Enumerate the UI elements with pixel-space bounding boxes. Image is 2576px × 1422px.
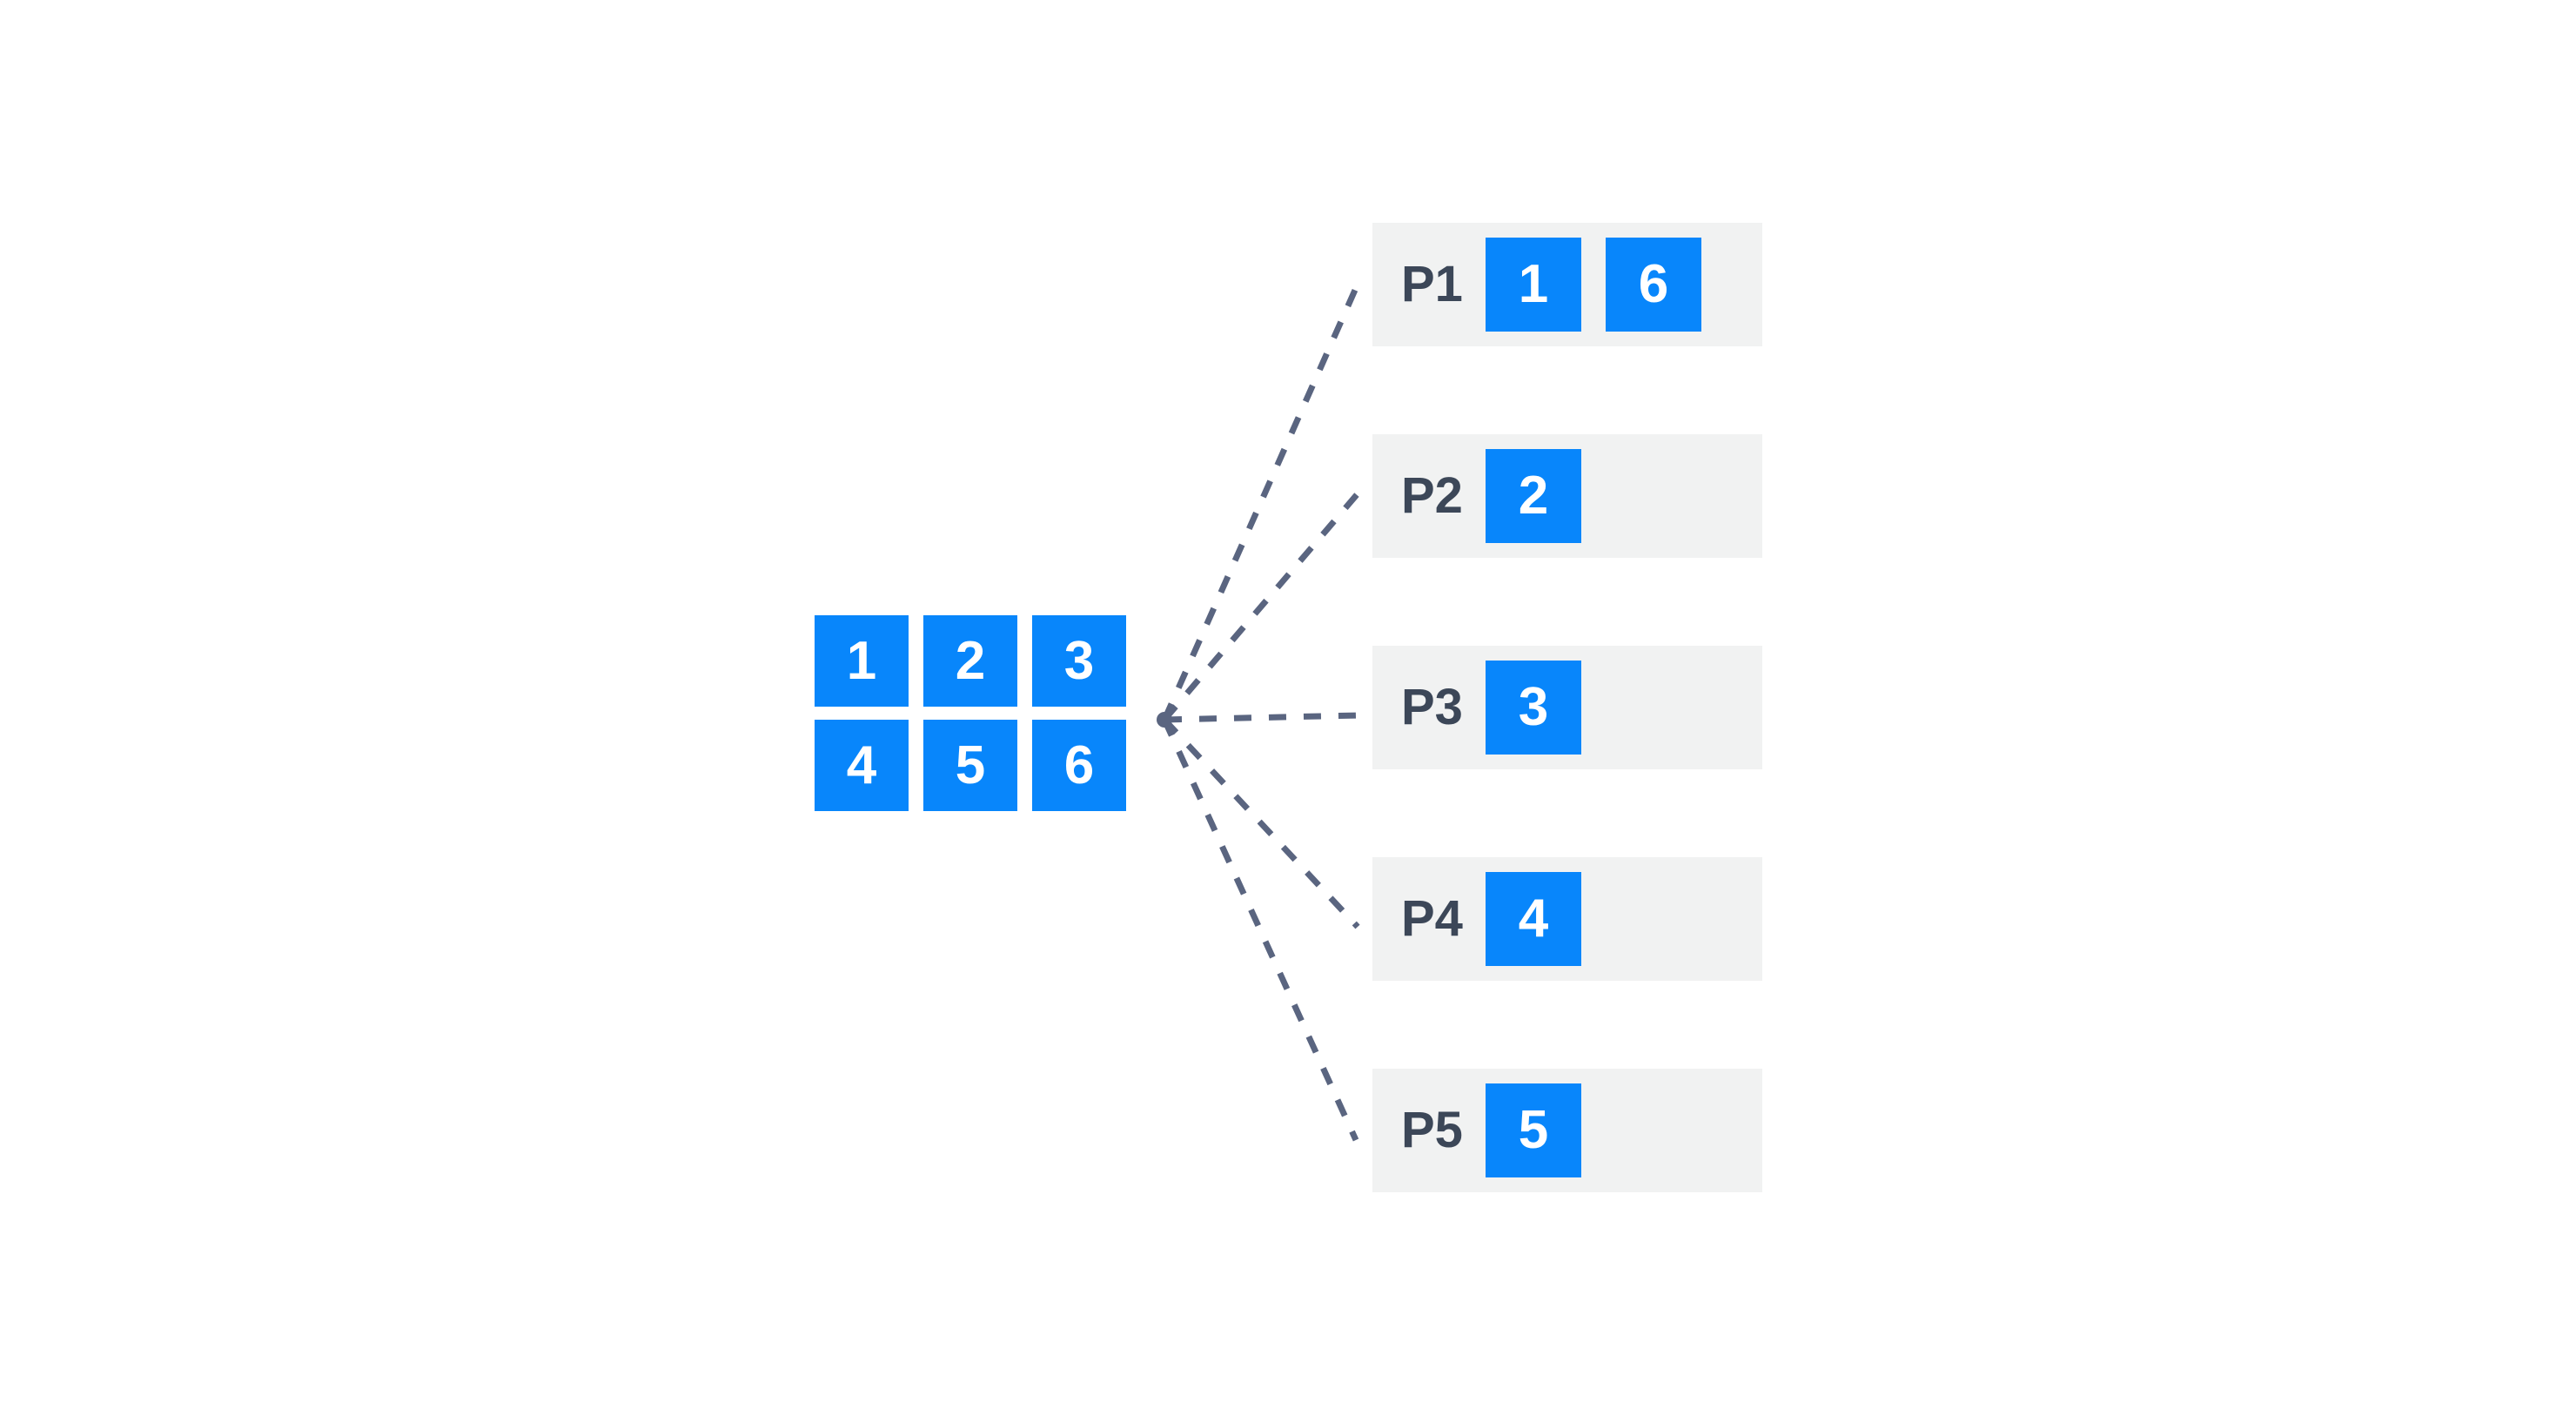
source-cell: 1 (815, 615, 909, 707)
partition-cell: 5 (1485, 1083, 1581, 1177)
source-cell: 6 (1032, 720, 1126, 811)
partition-row: P2 2 (1372, 434, 1762, 558)
partition-tiles: 4 (1485, 872, 1581, 966)
partition-tiles: 5 (1485, 1083, 1581, 1177)
partition-tiles: 2 (1485, 449, 1581, 543)
connector-line (1162, 717, 1360, 929)
connector-line (1161, 718, 1359, 1142)
partition-cell: 4 (1485, 872, 1581, 966)
source-cell: 2 (923, 615, 1017, 707)
partition-cell: 1 (1485, 238, 1581, 332)
source-cell: 3 (1032, 615, 1126, 707)
connector-line (1161, 278, 1363, 721)
partition-cell: 3 (1485, 661, 1581, 755)
connector-line (1162, 489, 1362, 722)
partition-cell: 6 (1605, 238, 1701, 332)
partition-label: P2 (1401, 467, 1463, 524)
partition-row: P4 4 (1372, 857, 1762, 981)
partition-label: P5 (1401, 1102, 1463, 1158)
connector-line (1164, 712, 1360, 723)
fan-out-hub-dot (1157, 712, 1172, 728)
connector-lines (1161, 278, 1363, 1142)
source-cell: 4 (815, 720, 909, 811)
partition-label: P4 (1401, 890, 1463, 947)
partition-row: P5 5 (1372, 1069, 1762, 1192)
partition-label: P3 (1401, 679, 1463, 735)
source-cell: 5 (923, 720, 1017, 811)
partition-cell: 2 (1485, 449, 1581, 543)
partition-label: P1 (1401, 256, 1463, 312)
partition-tiles: 3 (1485, 661, 1581, 755)
partition-row: P3 3 (1372, 646, 1762, 769)
